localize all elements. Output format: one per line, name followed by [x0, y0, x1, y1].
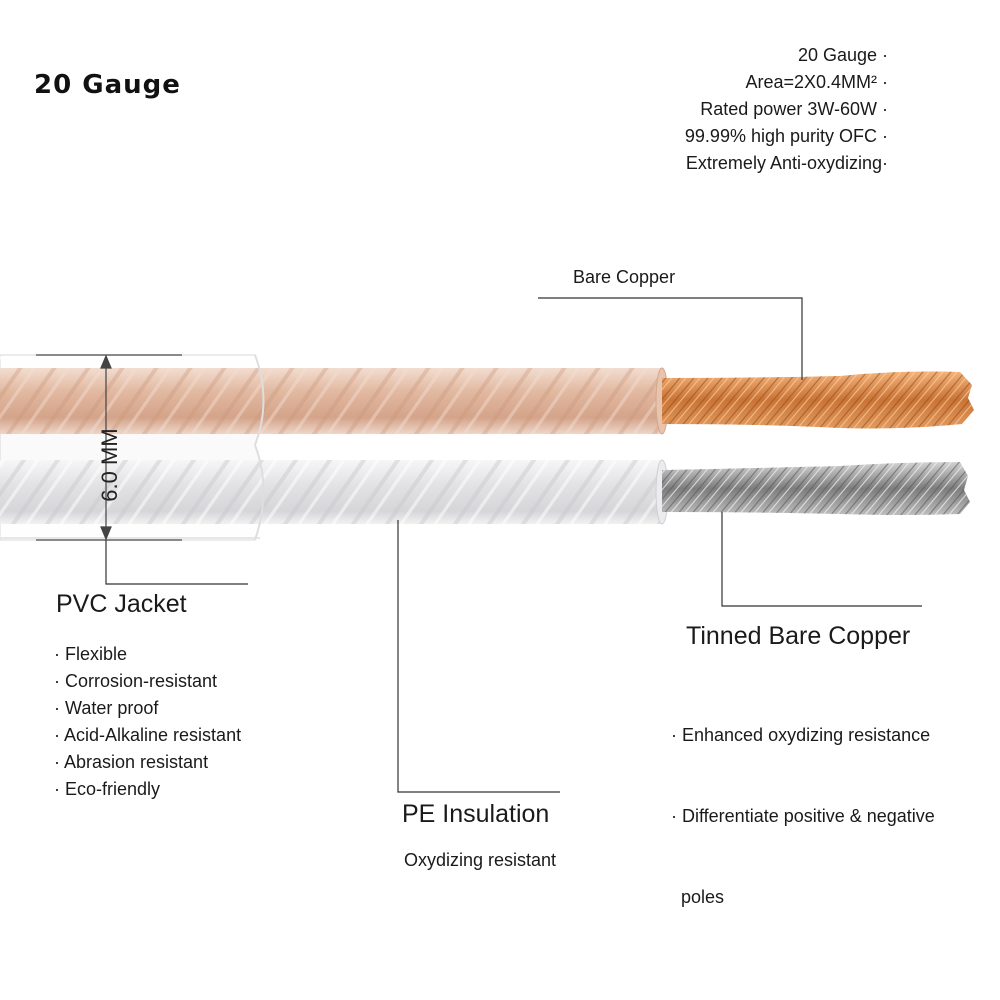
list-item: · Eco-friendly: [54, 779, 161, 799]
list-item: poles: [671, 887, 725, 907]
tinned-copper-features: · Enhanced oxydizing resistance · Differ…: [671, 668, 935, 938]
list-item: · Water proof: [54, 698, 159, 718]
callout-bare-copper: [538, 297, 803, 380]
pvc-jacket-features: · Flexible · Corrosion-resistant · Water…: [54, 641, 241, 803]
list-item: · Flexible: [54, 644, 128, 664]
spec-item: 99.99% high purity OFC ·: [684, 126, 888, 146]
callout-pvc-jacket: [105, 540, 248, 585]
list-item: · Enhanced oxydizing resistance: [671, 725, 931, 745]
spec-item: 20 Gauge ·: [797, 45, 888, 65]
pvc-jacket-heading: PVC Jacket: [56, 590, 187, 618]
callout-pe-insulation: [397, 520, 560, 793]
dimension-label: 6.0 MM: [97, 428, 122, 502]
callout-lines: [105, 297, 922, 793]
sheath-cut-edge: [253, 354, 265, 541]
spec-item: Extremely Anti-oxydizing·: [685, 153, 888, 173]
list-item: · Differentiate positive & negative: [671, 806, 935, 826]
list-item: · Acid-Alkaline resistant: [54, 725, 242, 745]
silver-conductor-jacket: [0, 459, 669, 525]
specs-list: 20 Gauge · Area=2X0.4MM² · Rated power 3…: [685, 42, 888, 177]
pe-insulation-heading: PE Insulation: [402, 800, 550, 828]
pe-insulation-feature: Oxydizing resistant: [404, 850, 557, 870]
spec-item: Area=2X0.4MM² ·: [745, 72, 888, 92]
page-title: 20 Gauge: [34, 70, 181, 100]
tinned-copper-heading: Tinned Bare Copper: [686, 622, 911, 650]
list-item: · Corrosion-resistant: [54, 671, 218, 691]
bare-copper-strands: [662, 371, 974, 429]
spec-item: Rated power 3W-60W ·: [700, 99, 888, 119]
bare-copper-label: Bare Copper: [573, 267, 676, 287]
list-item: · Abrasion resistant: [54, 752, 209, 772]
dimension-marker: [36, 354, 182, 541]
callout-tinned-copper: [721, 512, 922, 607]
copper-conductor-jacket: [0, 367, 669, 435]
tinned-copper-strands: [662, 462, 970, 515]
